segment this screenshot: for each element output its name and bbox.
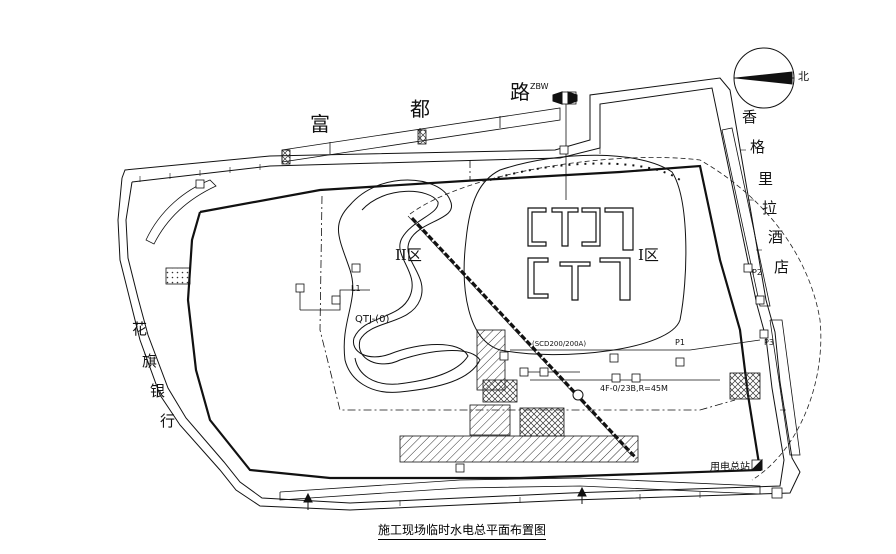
bottom-strip [279, 477, 761, 501]
road-name-char: 里 [758, 170, 774, 188]
road-name-char: 路 [510, 80, 530, 104]
road-name-char: 银 [150, 382, 166, 400]
road-name-char: 酒 [768, 228, 784, 246]
crane-label: 4F-0/23B,R=45M [600, 384, 668, 393]
qtj-label: QTJ-(0) [355, 314, 390, 325]
north-arrow [733, 47, 795, 109]
top-office-strip [281, 107, 561, 165]
l1-label: L1 [351, 284, 361, 293]
crane-arm [407, 215, 638, 460]
zone2-label: II区 [395, 246, 422, 264]
road-name-char: 店 [774, 258, 790, 276]
power-station-label: 用电总站 [710, 462, 750, 473]
p2-label: P2 [752, 268, 762, 277]
site-boundary [117, 77, 801, 511]
tower-outline [463, 154, 687, 356]
tower-core [527, 207, 634, 301]
left-strip [145, 179, 217, 245]
drawing-title: 施工现场临时水电总平面布置图 [378, 521, 547, 540]
crane-radius [409, 157, 822, 481]
p3-label: P3 [764, 338, 774, 347]
road-name-char: 都 [410, 97, 430, 121]
road-name-char: 格 [750, 138, 766, 156]
zone1-label: I区 [638, 246, 659, 264]
power-station-symbol [552, 91, 763, 471]
fence-ticks [139, 148, 786, 506]
zbw-label: ZBW [530, 82, 549, 91]
temporary-buildings [165, 267, 761, 463]
road-name-char: 香 [742, 108, 758, 126]
road-name-char: 行 [160, 412, 176, 430]
entrance-arrows [303, 486, 587, 510]
zone2-outline [337, 179, 481, 393]
p1-label: P1 [675, 338, 685, 347]
service-boundary [319, 160, 736, 411]
utility-lines [299, 100, 761, 381]
road-name-char: 拉 [762, 199, 778, 217]
road-name-char: 花 [132, 320, 148, 338]
hoist-label: (SCD200/200A) [532, 340, 587, 348]
road-name-char: 富 [310, 112, 330, 136]
road-name-char: 旗 [142, 352, 158, 370]
north-label: 北 [798, 70, 809, 83]
